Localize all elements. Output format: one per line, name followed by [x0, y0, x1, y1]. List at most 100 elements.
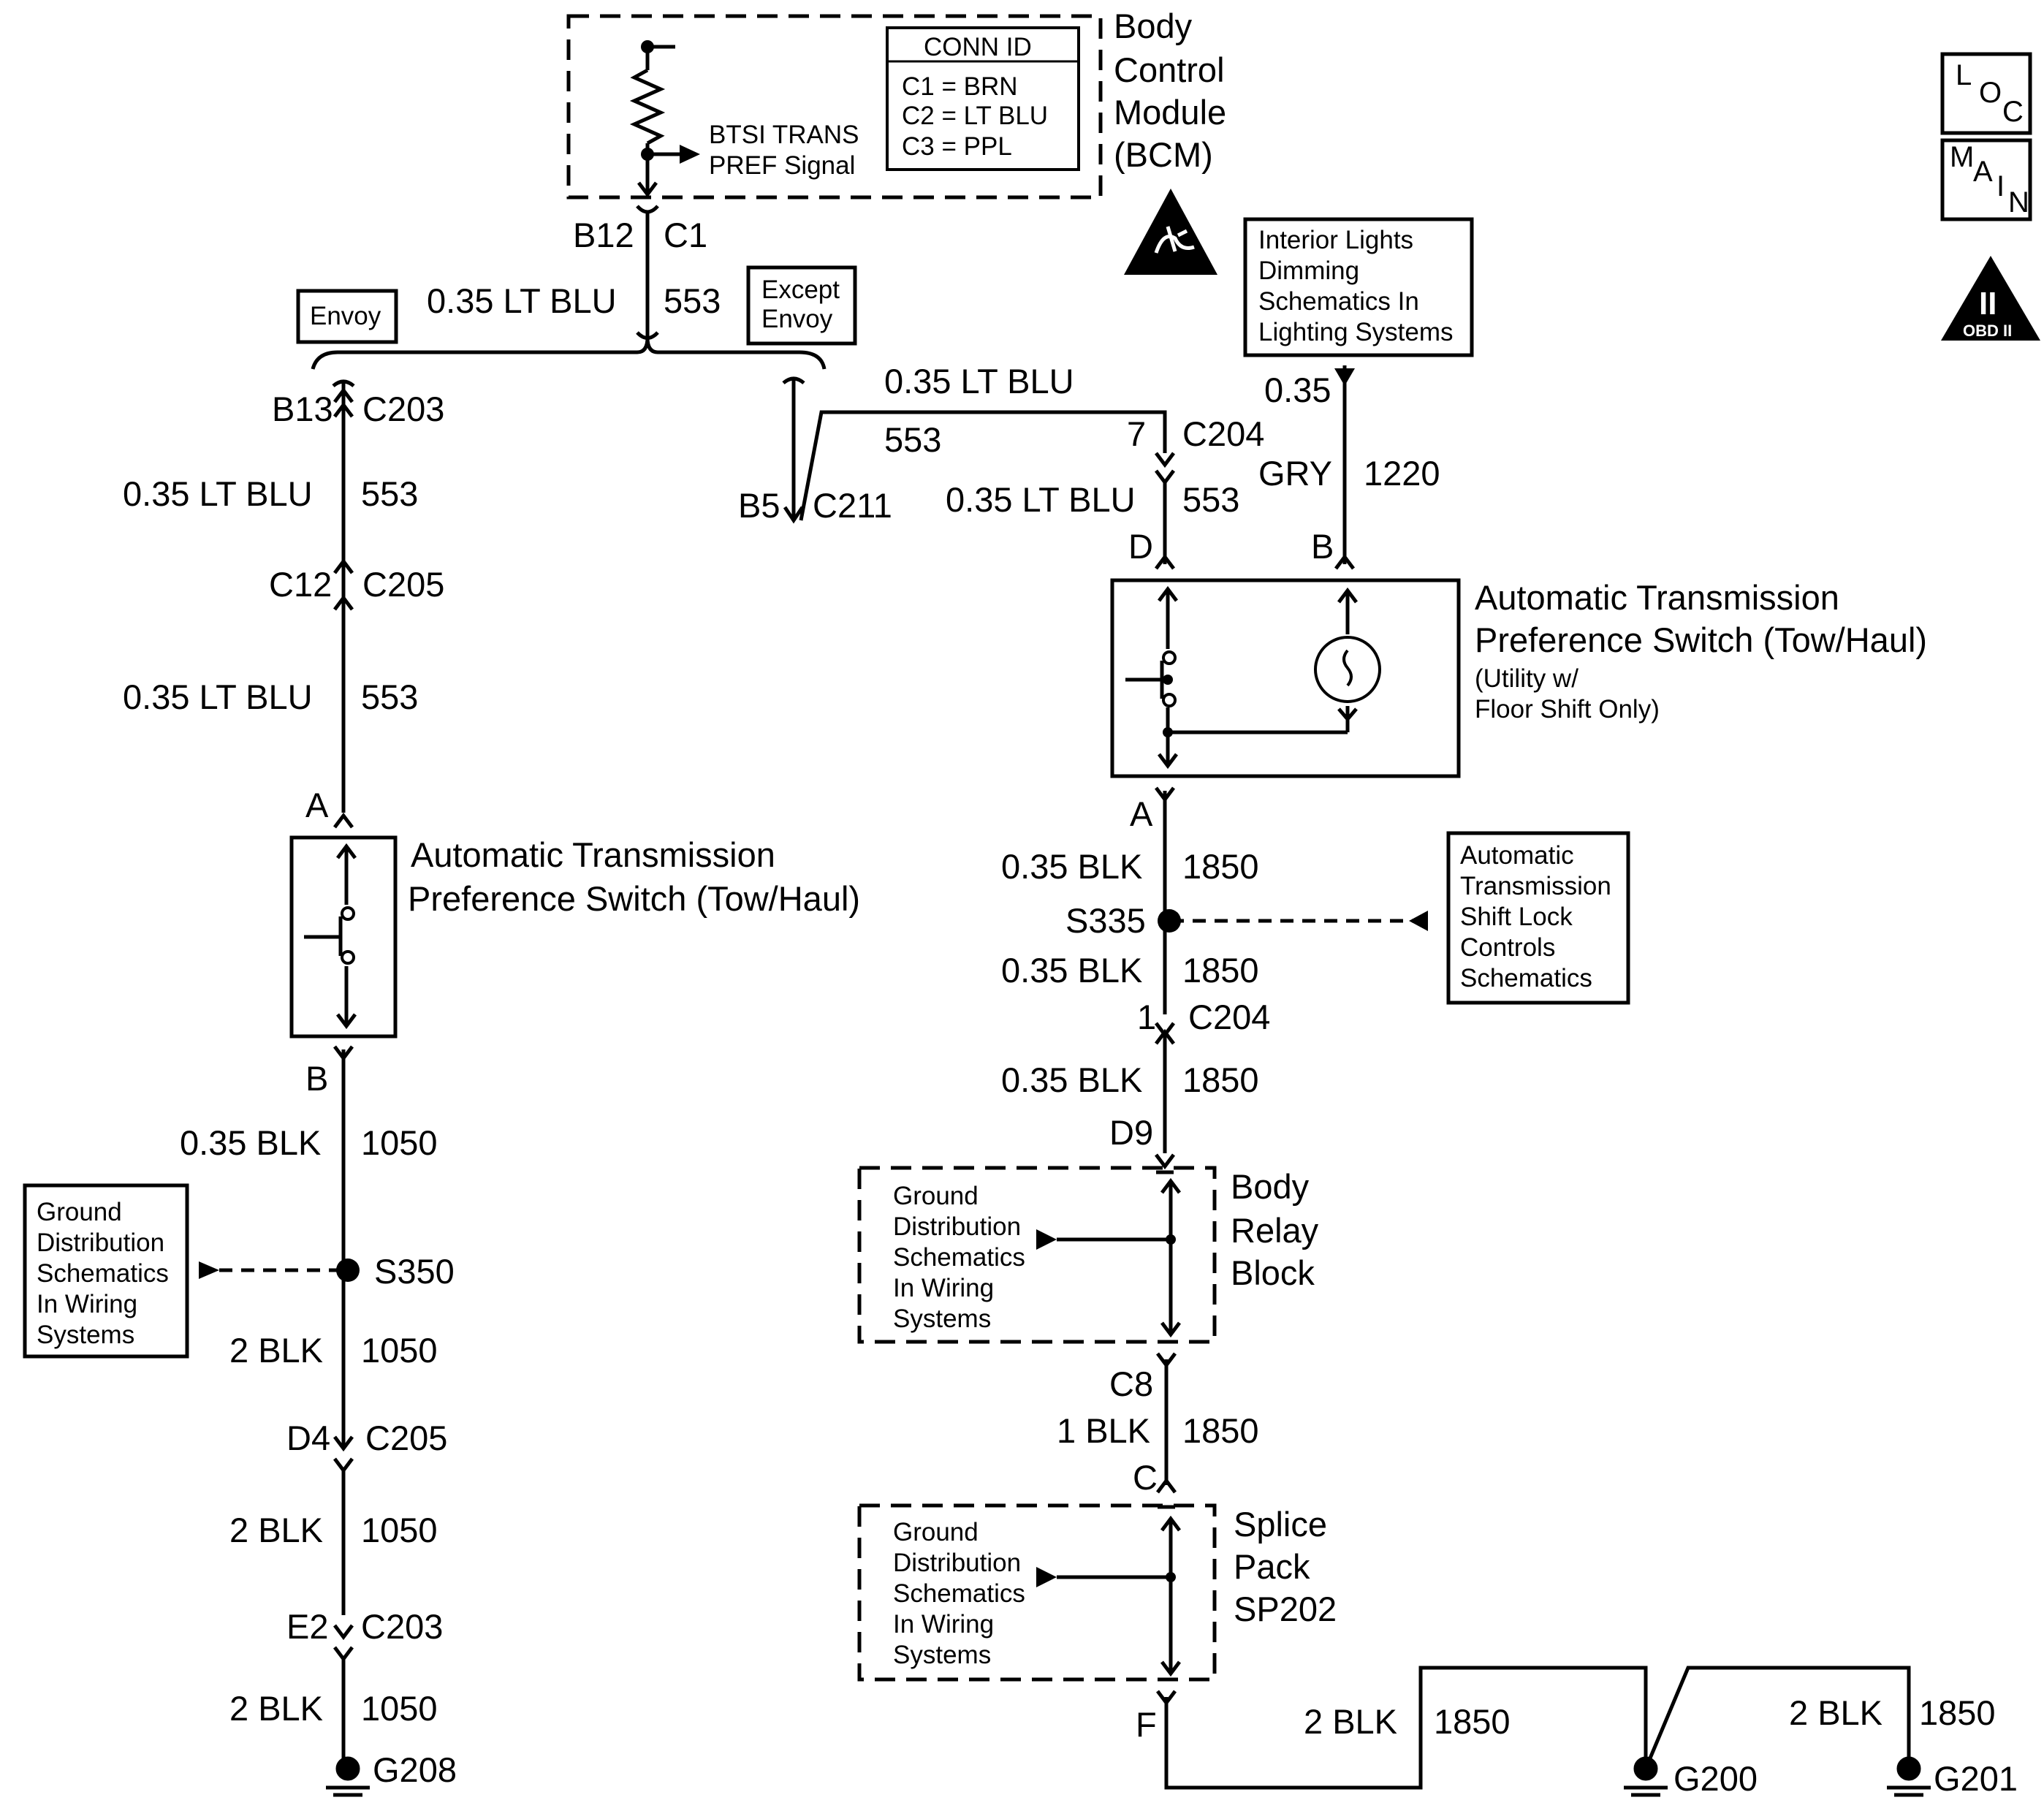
right-wire1-gauge: 0.35 LT BLU [884, 362, 1074, 400]
bcm-connector: C1 [664, 216, 707, 254]
left-ground-ref-4: In Wiring [37, 1290, 137, 1318]
left-switch-title-1: Automatic Transmission [411, 835, 775, 874]
right-switch-pin-a: A [1130, 794, 1153, 833]
dimming-circuit: 1220 [1364, 454, 1440, 493]
dimming-ref-3: Schematics In [1258, 287, 1419, 316]
conn-id-c3: C3 = PPL [902, 132, 1012, 161]
obd-ii-icon[interactable] [1941, 256, 2040, 341]
splice-pack-pin: C [1133, 1458, 1158, 1497]
shift-lock-ref-4: Controls [1460, 933, 1555, 962]
c204b-pin: 1 [1137, 998, 1156, 1036]
g208-label: G208 [373, 1750, 457, 1789]
main-a: A [1973, 156, 1993, 188]
g200-label: G200 [1673, 1759, 1758, 1798]
c204-id: C204 [1182, 414, 1264, 453]
right-switch-sub-1: (Utility w/ [1475, 664, 1578, 693]
sp-ground-3: Schematics [893, 1579, 1025, 1608]
s335-splice-dot [1158, 909, 1181, 933]
left-wire2-gauge: 0.35 LT BLU [123, 677, 313, 716]
sp-title-3: SP202 [1234, 1590, 1337, 1628]
dimming-ref-2: Dimming [1258, 257, 1359, 285]
right-wire6-circuit: 1850 [1182, 1411, 1259, 1450]
top-wire-circuit: 553 [664, 281, 721, 320]
ground-g201-icon [1887, 1756, 1931, 1797]
body-relay-block [857, 1166, 1217, 1344]
dimming-color: GRY [1258, 454, 1332, 493]
left-wire6-gauge: 2 BLK [229, 1689, 323, 1728]
sp-ground-1: Ground [893, 1518, 979, 1546]
right-wire6-gauge: 1 BLK [1057, 1411, 1150, 1450]
left-switch-box [289, 835, 398, 1039]
main-m: M [1950, 141, 1974, 173]
bcm-resistor [629, 45, 680, 175]
relay-ground-5: Systems [893, 1305, 991, 1333]
right-switch-pin-b: B [1311, 527, 1334, 566]
right-wire4-circuit: 1850 [1182, 951, 1259, 990]
left-wire3-circuit: 1050 [361, 1123, 438, 1162]
loc-c: C [2002, 96, 2024, 128]
right-switch-box [1110, 578, 1461, 778]
left-switch-pin-b: B [305, 1059, 328, 1098]
except-envoy-badge [746, 265, 857, 346]
right-wire2-gauge: 0.35 LT BLU [946, 480, 1136, 519]
left-conn3-pin: D4 [286, 1419, 330, 1457]
dimming-gauge: 0.35 [1264, 371, 1331, 409]
relay-title-2: Relay [1231, 1211, 1319, 1250]
right-wire2-circuit: 553 [1182, 480, 1239, 519]
left-conn1-pin: B13 [272, 390, 333, 428]
left-switch-pin-a: A [305, 786, 329, 824]
obd-numeral: II [1979, 286, 1996, 322]
bcm-dashed-box [566, 14, 1103, 200]
conn-id-c1: C1 = BRN [902, 72, 1018, 101]
left-wire2-circuit: 553 [361, 677, 418, 716]
right-wire8-gauge: 2 BLK [1789, 1693, 1882, 1732]
c204b-id: C204 [1188, 998, 1270, 1036]
bcm-title-4: (BCM) [1114, 135, 1213, 174]
relay-ground-3: Schematics [893, 1243, 1025, 1272]
splice-pack [857, 1503, 1217, 1682]
main-n: N [2008, 186, 2029, 219]
left-wire1-circuit: 553 [361, 474, 418, 513]
left-ground-ref-box [23, 1183, 189, 1359]
right-wire1-circuit: 553 [884, 420, 941, 459]
conn-id-title: CONN ID [924, 33, 1032, 61]
bcm-title-2: Control [1114, 50, 1225, 89]
ground-g208-icon [326, 1756, 370, 1797]
shift-lock-ref-1: Automatic [1460, 841, 1574, 870]
left-conn2-pin: C12 [269, 565, 332, 604]
main-i: I [1996, 170, 2005, 202]
right-wire5-circuit: 1850 [1182, 1060, 1259, 1099]
left-switch-title-2: Preference Switch (Tow/Haul) [408, 879, 860, 918]
left-conn4-pin: E2 [286, 1607, 329, 1646]
left-wire5-gauge: 2 BLK [229, 1511, 323, 1549]
sp-ground-2: Distribution [893, 1549, 1021, 1577]
bcm-signal-1: BTSI TRANS [709, 121, 859, 149]
relay-ground-1: Ground [893, 1182, 979, 1210]
shift-lock-ref-2: Transmission [1460, 872, 1611, 900]
sp-ground-4: In Wiring [893, 1610, 994, 1639]
dimming-ref-4: Lighting Systems [1258, 318, 1454, 346]
relay-out-pin: C8 [1109, 1364, 1153, 1403]
left-wire4-gauge: 2 BLK [229, 1331, 323, 1370]
bcm-title-1: Body [1114, 7, 1193, 45]
loc-nav-button[interactable] [1940, 52, 2032, 135]
left-wire1-gauge: 0.35 LT BLU [123, 474, 313, 513]
left-wire4-circuit: 1050 [361, 1331, 438, 1370]
s335-label: S335 [1065, 901, 1146, 940]
right-switch-symbol [1125, 585, 1381, 770]
shift-lock-ref-3: Shift Lock [1460, 903, 1573, 931]
sp-out-pin: F [1136, 1705, 1157, 1744]
except-envoy-2: Envoy [761, 305, 833, 333]
sp-title-1: Splice [1234, 1505, 1327, 1544]
c204-pin: 7 [1127, 414, 1146, 453]
envoy-label: Envoy [310, 302, 381, 330]
main-nav-button[interactable] [1940, 138, 2032, 221]
dimming-ref-box [1243, 217, 1474, 357]
obd-label: OBD II [1963, 322, 2012, 340]
ground-g200-icon [1624, 1756, 1668, 1797]
right-wire4-gauge: 0.35 BLK [1001, 951, 1142, 990]
left-ground-ref-1: Ground [37, 1198, 122, 1226]
relay-ground-2: Distribution [893, 1212, 1021, 1241]
